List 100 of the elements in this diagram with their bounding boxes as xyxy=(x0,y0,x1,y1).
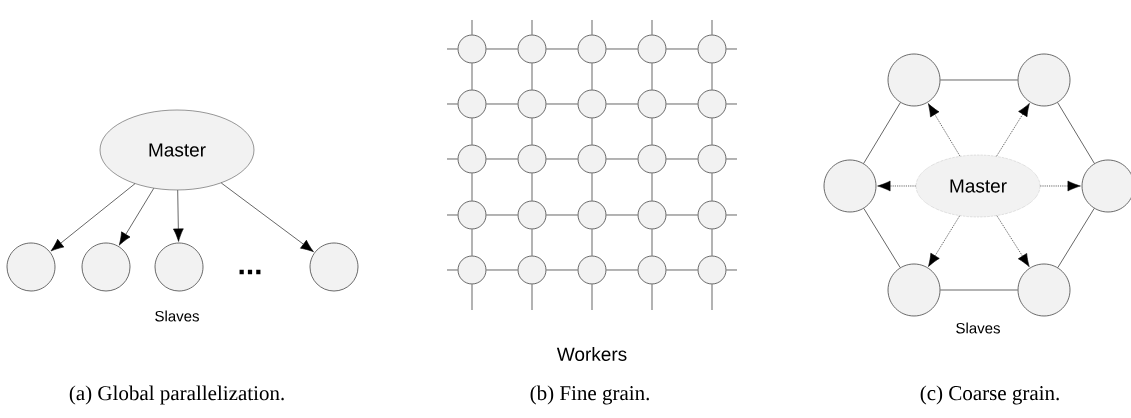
connector-line xyxy=(591,63,593,90)
circle-node xyxy=(577,144,607,174)
circle-node xyxy=(637,89,667,119)
connector-line xyxy=(486,48,518,50)
circle-node xyxy=(697,89,727,119)
connector-line xyxy=(726,103,738,105)
circle-node xyxy=(1081,159,1131,213)
connector-line xyxy=(471,229,473,256)
circle-node xyxy=(154,242,204,292)
connector-line xyxy=(591,229,593,256)
connector-line xyxy=(863,102,901,164)
connector-line xyxy=(666,158,698,160)
connector-line xyxy=(446,269,458,271)
connector-line xyxy=(531,284,533,311)
caption: (b) Fine grain. xyxy=(530,385,649,405)
connector-line xyxy=(726,269,738,271)
circle-node xyxy=(697,34,727,64)
connector-line xyxy=(606,48,638,50)
connector-line xyxy=(711,118,713,145)
circle-node xyxy=(6,242,56,292)
arrow xyxy=(173,189,184,242)
connector-line xyxy=(531,229,533,256)
connector-line xyxy=(606,103,638,105)
arrow xyxy=(119,188,155,246)
arrow xyxy=(928,215,960,267)
arrow xyxy=(927,103,961,157)
connector-line xyxy=(940,289,1018,291)
connector-line xyxy=(711,173,713,201)
connector-line xyxy=(471,118,473,145)
circle-node xyxy=(697,255,727,285)
connector-line xyxy=(531,63,533,90)
connector-line xyxy=(531,19,533,35)
connector-line xyxy=(471,19,473,35)
connector-line xyxy=(940,79,1018,81)
group-label: Workers xyxy=(556,347,627,361)
connector-line xyxy=(1057,208,1095,268)
circle-node xyxy=(1017,53,1071,107)
connector-line xyxy=(471,173,473,201)
circle-node xyxy=(697,200,727,230)
connector-line xyxy=(651,63,653,90)
connector-line xyxy=(863,208,901,268)
circle-node xyxy=(457,144,487,174)
connector-line xyxy=(486,214,518,216)
connector-line xyxy=(1057,102,1095,164)
connector-line xyxy=(546,103,578,105)
circle-node xyxy=(1017,263,1071,317)
circle-node xyxy=(887,53,941,107)
circle-node xyxy=(697,144,727,174)
connector-line xyxy=(591,173,593,201)
connector-line xyxy=(651,19,653,35)
connector-line xyxy=(446,48,458,50)
connector-line xyxy=(651,118,653,145)
circle-node xyxy=(577,255,607,285)
connector-line xyxy=(486,103,518,105)
connector-line xyxy=(726,158,738,160)
connector-line xyxy=(446,214,458,216)
circle-node xyxy=(517,34,547,64)
circle-node xyxy=(577,34,607,64)
connector-line xyxy=(711,284,713,311)
circle-node xyxy=(637,200,667,230)
connector-line xyxy=(531,173,533,201)
circle-node xyxy=(577,89,607,119)
group-label: Slaves xyxy=(956,322,1000,334)
connector-line xyxy=(606,269,638,271)
caption: (c) Coarse grain. xyxy=(920,385,1059,405)
connector-line xyxy=(651,173,653,201)
circle-node xyxy=(637,255,667,285)
caption: (a) Global parallelization. xyxy=(69,385,284,405)
circle-node xyxy=(517,200,547,230)
connector-line xyxy=(486,269,518,271)
connector-line xyxy=(711,229,713,256)
connector-line xyxy=(446,158,458,160)
circle-node xyxy=(577,200,607,230)
connector-line xyxy=(666,214,698,216)
connector-line xyxy=(591,118,593,145)
group-label: Slaves xyxy=(155,310,199,322)
circle-node xyxy=(517,89,547,119)
circle-node xyxy=(457,89,487,119)
arrow xyxy=(996,103,1030,157)
circle-node xyxy=(457,255,487,285)
circle-node xyxy=(309,242,359,292)
connector-line xyxy=(531,118,533,145)
connector-line xyxy=(651,229,653,256)
connector-line xyxy=(666,48,698,50)
connector-line xyxy=(726,214,738,216)
connector-line xyxy=(651,284,653,311)
circle-node xyxy=(637,34,667,64)
circle-node xyxy=(887,263,941,317)
connector-line xyxy=(606,158,638,160)
arrow xyxy=(877,180,917,192)
connector-line xyxy=(546,269,578,271)
connector-line xyxy=(726,48,738,50)
connector-line xyxy=(446,103,458,105)
connector-line xyxy=(666,103,698,105)
arrow xyxy=(1039,180,1081,192)
connector-line xyxy=(471,63,473,90)
circle-node xyxy=(823,159,877,213)
connector-line xyxy=(591,19,593,35)
circle-node xyxy=(457,34,487,64)
circle-node xyxy=(517,255,547,285)
